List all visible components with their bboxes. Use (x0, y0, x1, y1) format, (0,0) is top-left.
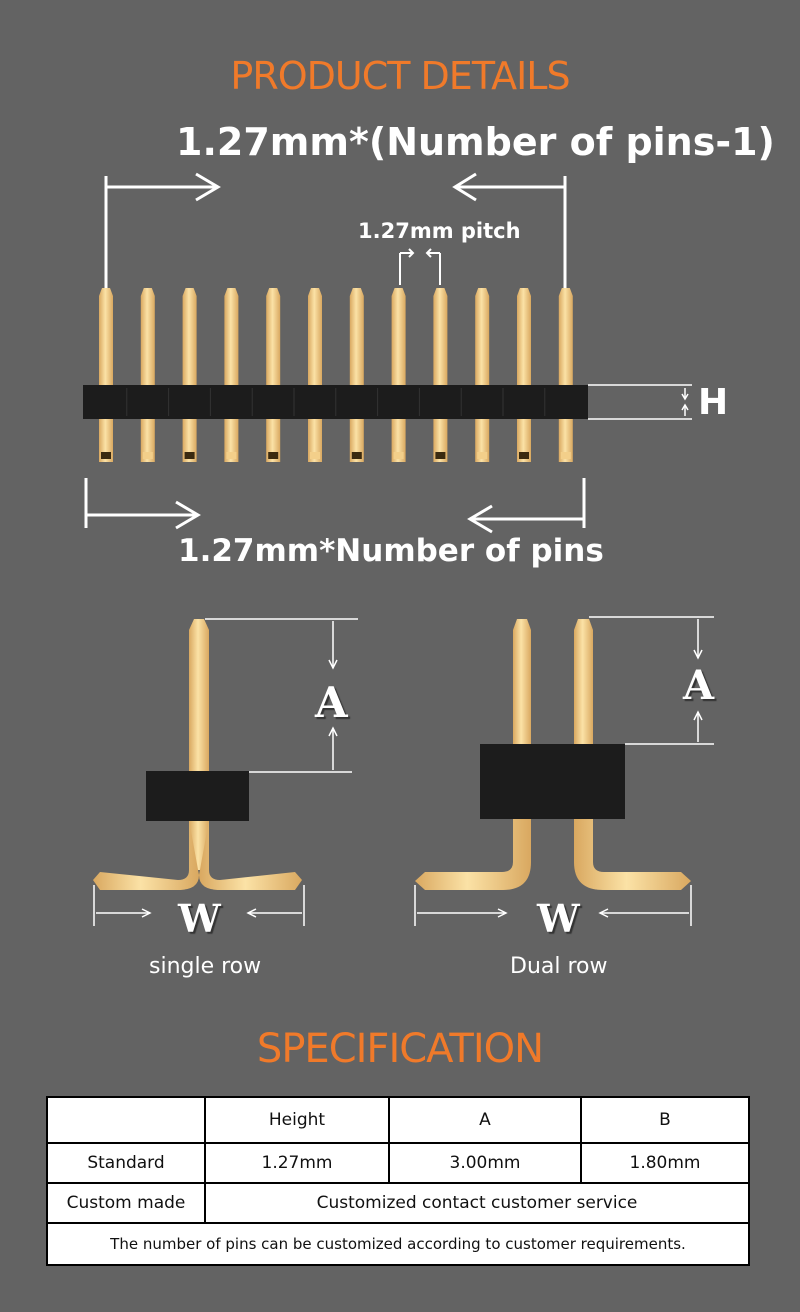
table-cell: 1.27mm (204, 1142, 390, 1184)
dual-row-caption: Dual row (510, 954, 608, 979)
top-dimension-formula: 1.27mm*(Number of pins-1) (176, 120, 775, 164)
table-header-row: Height A B (46, 1096, 750, 1144)
pin-tip (519, 452, 529, 459)
pin-tip (351, 452, 362, 459)
single-w-label: W (178, 896, 221, 941)
pin-tip (226, 452, 237, 459)
pin-tip (184, 452, 195, 459)
header-pin (558, 288, 573, 462)
table-row-note: The number of pins can be customized acc… (46, 1222, 750, 1266)
bottom-dimension-arrows (84, 478, 586, 534)
header-pin (308, 288, 322, 462)
pin-tip (393, 452, 404, 459)
table-cell: Customized contact customer service (204, 1182, 750, 1224)
table-cell: 1.80mm (580, 1142, 750, 1184)
specification-heading: SPECIFICATION (256, 1026, 544, 1072)
pin-tip (142, 452, 153, 459)
dual-w-dimension (414, 885, 692, 926)
table-row-custom: Custom made Customized contact customer … (46, 1182, 750, 1224)
dual-a-dimension (589, 616, 714, 745)
product-details-heading: PRODUCT DETAILS (230, 54, 570, 98)
dual-row-diagram (414, 616, 714, 926)
table-header-cell (46, 1096, 206, 1144)
pin-tip (435, 452, 446, 459)
pin-tip (310, 452, 320, 459)
single-w-dimension (93, 885, 305, 926)
height-letter: H (698, 382, 729, 423)
top-dimension-arrows (104, 172, 567, 290)
table-header-cell: A (388, 1096, 582, 1144)
dual-w-label: W (537, 896, 580, 941)
specification-table: Height A B Standard 1.27mm 3.00mm 1.80mm… (46, 1096, 750, 1266)
header-pins (99, 288, 573, 462)
header-pin (224, 288, 239, 462)
header-pin (182, 288, 197, 462)
single-a-dimension (205, 618, 358, 773)
single-row-diagram (93, 618, 358, 926)
header-pin (433, 288, 448, 462)
pin-tip (101, 452, 111, 459)
header-pin (391, 288, 406, 462)
table-header-cell: Height (204, 1096, 390, 1144)
table-row-standard: Standard 1.27mm 3.00mm 1.80mm (46, 1142, 750, 1184)
dual-a-label: A (683, 662, 715, 709)
header-pin (140, 288, 155, 462)
pin-tip (560, 452, 571, 459)
pitch-label: 1.27mm pitch (358, 219, 521, 243)
housing-segments (126, 388, 546, 416)
table-cell: 3.00mm (388, 1142, 582, 1184)
single-row-housing (146, 771, 249, 821)
single-row-caption: single row (149, 954, 262, 979)
pin-tip (268, 452, 279, 459)
header-pin (99, 288, 113, 462)
pin-tip (477, 452, 488, 459)
table-header-cell: B (580, 1096, 750, 1144)
table-cell: Standard (46, 1142, 206, 1184)
height-dimension (588, 384, 692, 420)
dual-row-housing (480, 744, 625, 819)
pitch-bracket (399, 248, 441, 285)
bottom-dimension-formula: 1.27mm*Number of pins (178, 533, 604, 569)
single-a-label: A (315, 678, 348, 727)
table-cell: Custom made (46, 1182, 206, 1224)
header-pin (266, 288, 281, 462)
header-pin (349, 288, 364, 462)
header-pin (475, 288, 490, 462)
table-note: The number of pins can be customized acc… (46, 1222, 750, 1266)
header-pin (517, 288, 531, 462)
